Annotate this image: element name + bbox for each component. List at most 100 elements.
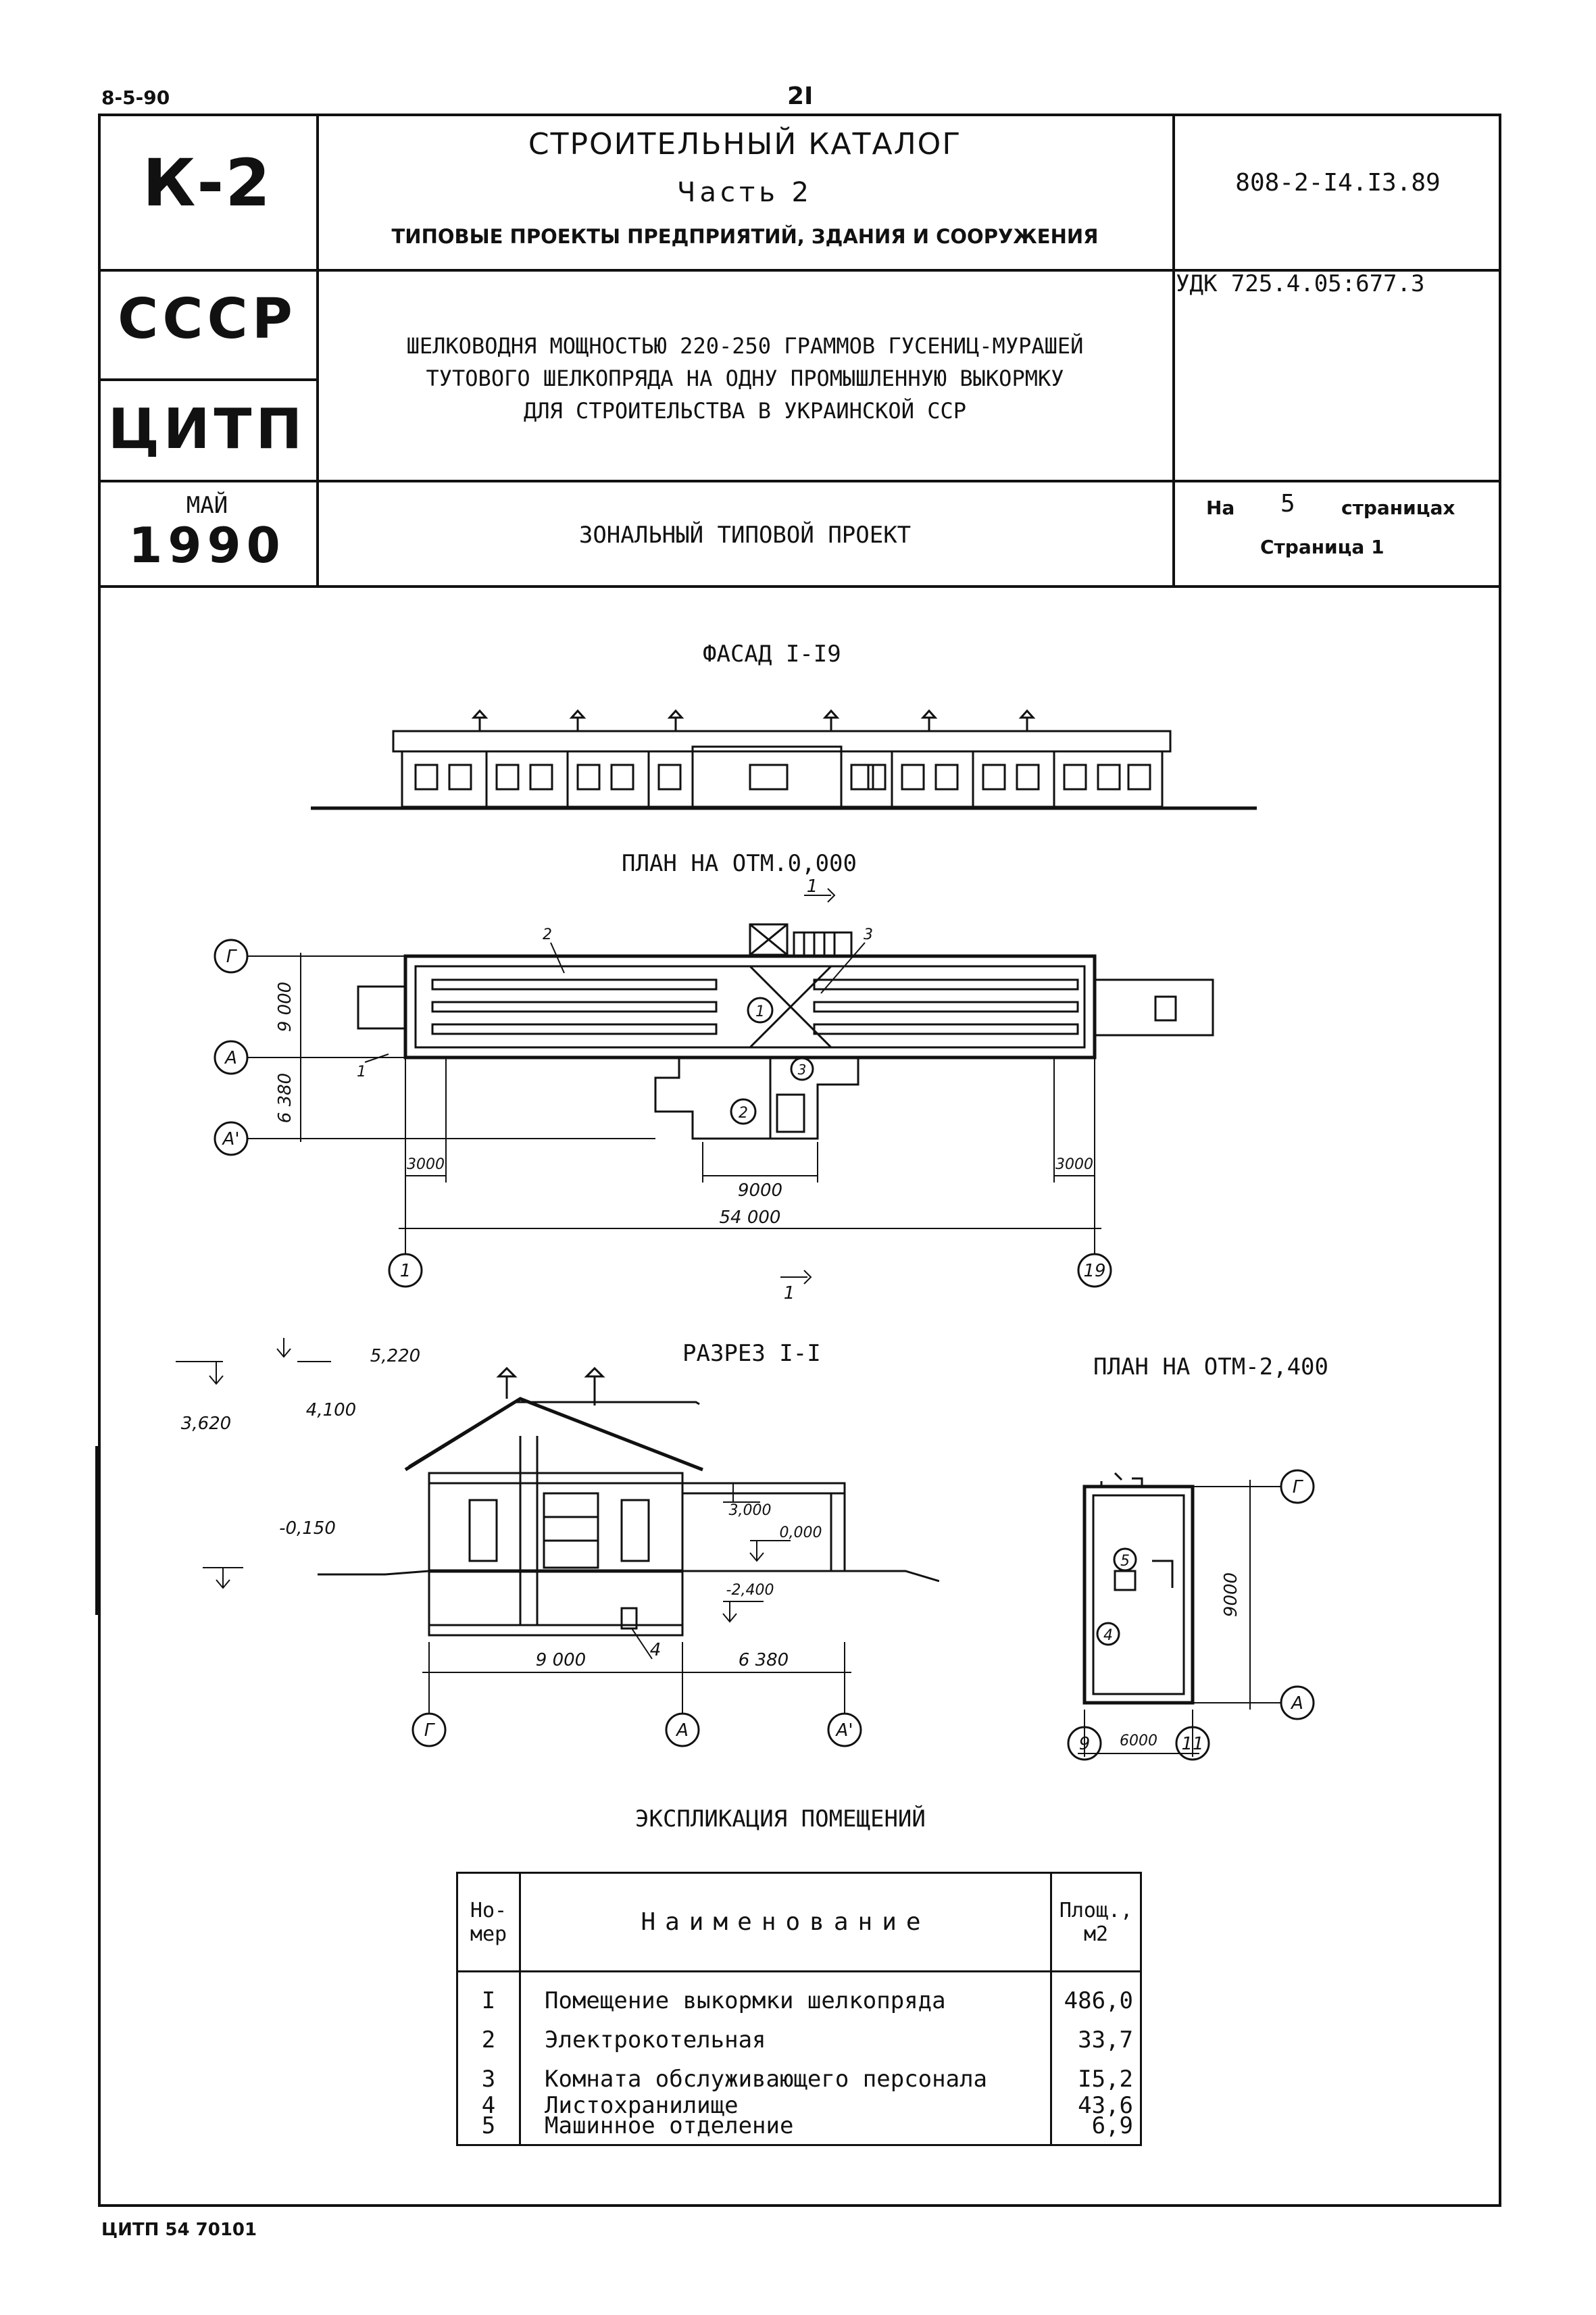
organization-label: ЦИТП (107, 397, 307, 462)
logo-text: К-2 (142, 145, 272, 221)
explication-row: 2 Электрокотельная 33,7 (456, 2017, 1142, 2056)
plan-dim-3000-left: 3000 (407, 1156, 445, 1173)
plan-dim-3000-right: 3000 (1055, 1156, 1093, 1173)
basement-room-4-number: 4 (1103, 1627, 1113, 1644)
section-dim-6380: 6 380 (739, 1650, 789, 1670)
basement-axis-g-label: Г (1293, 1477, 1304, 1497)
plan-room-3-number: 3 (798, 1062, 807, 1078)
section-level-minus-2400: -2,400 (726, 1582, 774, 1599)
plan-room-1-number: 1 (755, 1003, 765, 1020)
section-level-5220: 5,220 (370, 1346, 420, 1366)
plan-title: ПЛАН НА ОТМ.0,000 (622, 850, 857, 877)
section-axis-g-label: Г (424, 1720, 436, 1741)
issue-year: 1990 (128, 517, 286, 574)
basement-plan-drawing: 5 4 9000 6000 Г А (1078, 1469, 1315, 1757)
plan-axis-a-label: А (224, 1048, 237, 1068)
issue-month: МАЙ (186, 492, 228, 519)
pages-prefix: На (1206, 497, 1235, 519)
section-dim-9000: 9 000 (536, 1650, 586, 1670)
explication-col-number: Но- мер (456, 1872, 521, 1972)
section-level-3000: 3,000 (729, 1502, 772, 1519)
explication-row-number: I (456, 1971, 521, 2017)
facade-windows (414, 764, 1151, 791)
explication-row-area: 486,0 (1050, 1971, 1142, 2017)
catalog-logo: К-2 (98, 145, 316, 221)
explication-row-name: Комната обслуживающего персонала (519, 2056, 1052, 2095)
explication-row-number: 3 (456, 2056, 521, 2095)
explication-row-name: Машинное отделение (519, 2114, 1052, 2146)
pages-suffix: страницах (1341, 497, 1455, 519)
plan-axis-19-label: 19 (1083, 1261, 1105, 1281)
plan-callout-3: 3 (864, 926, 873, 943)
explication-col-name: Наименование (519, 1872, 1052, 1972)
header-divider-right (1172, 114, 1175, 587)
explication-col-area: Площ., м2 (1050, 1872, 1142, 1972)
corner-code: 8-5-90 (101, 86, 170, 109)
basement-plan-title: ПЛАН НА ОТМ-2,400 (1093, 1353, 1328, 1380)
explication-header-row: Но- мер Наименование Площ., м2 (456, 1872, 1142, 1972)
basement-room-5-number: 5 (1120, 1553, 1130, 1570)
catalog-part: Часть 2 (677, 177, 813, 208)
plan-cut-mark-top: 1 (807, 878, 818, 897)
explication-row-name: Листохранилище (519, 2094, 1052, 2117)
catalog-title: СТРОИТЕЛЬНЫЙ КАТАЛОГ (528, 127, 962, 161)
explication-row-area: 6,9 (1050, 2114, 1142, 2146)
plan-cut-mark-bottom: 1 (784, 1283, 795, 1303)
basement-axis-bubbles: 9 11 (1067, 1726, 1210, 1761)
explication-title: ЭКСПЛИКАЦИЯ ПОМЕЩЕНИЙ (635, 1806, 926, 1833)
document-code: 808-2-I4.I3.89 (1235, 169, 1441, 197)
header-divider-left (316, 114, 319, 587)
explication-row-name: Электрокотельная (519, 2017, 1052, 2056)
section-callout-4: 4 (650, 1640, 662, 1660)
plan-axis-g-label: Г (226, 947, 238, 967)
plan-dim-9000-horizontal: 9000 (738, 1180, 782, 1201)
section-drawing: 5,220 4,100 3,620 -0,150 3,000 0,000 -2,… (176, 1338, 939, 1747)
floor-plan-drawing: Г А А' 1 19 9 000 6 380 3000 3000 9000 5… (214, 878, 1214, 1303)
project-title: ШЕЛКОВОДНЯ МОЩНОСТЬЮ 220-250 ГРАММОВ ГУС… (318, 330, 1172, 427)
explication-row: 4 Листохранилище 43,6 (456, 2094, 1142, 2117)
section-level-0000: 0,000 (780, 1524, 822, 1541)
explication-row-number: 2 (456, 2017, 521, 2056)
plan-callout-1: 1 (357, 1064, 366, 1080)
explication-row: 3 Комната обслуживающего персонала I5,2 (456, 2056, 1142, 2095)
catalog-subtitle: ТИПОВЫЕ ПРОЕКТЫ ПРЕДПРИЯТИЙ, ЗДАНИЯ И СО… (391, 225, 1099, 248)
facade-title: ФАСАД I-I9 (703, 641, 841, 668)
udk-code: УДК 725.4.05:677.3 (1176, 270, 1425, 297)
page-frame (98, 114, 1501, 2207)
explication-row-area: 43,6 (1050, 2094, 1142, 2117)
project-type: ЗОНАЛЬНЫЙ ТИПОВОЙ ПРОЕКТ (578, 522, 912, 549)
explication-row: I Помещение выкормки шелкопряда 486,0 (456, 1971, 1142, 2017)
explication-table: Но- мер Наименование Площ., м2 I Помещен… (456, 1872, 1142, 2146)
header-row-line-3 (98, 480, 1501, 482)
explication-row-area: 33,7 (1050, 2017, 1142, 2056)
section-level-3620: 3,620 (181, 1414, 231, 1434)
explication-row-number: 4 (456, 2094, 521, 2117)
plan-callout-2: 2 (543, 926, 552, 943)
facade-drawing (311, 709, 1257, 810)
section-level-minus-0150: -0,150 (279, 1518, 336, 1539)
basement-axis-9-label: 9 (1079, 1734, 1091, 1754)
section-axis-a2-label: А' (835, 1720, 853, 1741)
section-axis-a-label: А (675, 1720, 689, 1741)
page-number: 2I (787, 82, 814, 110)
footer-code: ЦИТП 54 70101 (101, 2220, 257, 2240)
margin-mark (95, 1446, 99, 1615)
section-level-4100: 4,100 (306, 1400, 356, 1420)
plan-axis-a2-label: А' (222, 1129, 240, 1149)
page-label: Страница 1 (1260, 536, 1385, 558)
section-title: РАЗРЕЗ I-I (682, 1340, 821, 1367)
pages-count: 5 (1280, 490, 1295, 518)
project-title-line-2: ТУТОВОГО ШЕЛКОПРЯДА НА ОДНУ ПРОМЫШЛЕННУЮ… (426, 366, 1064, 391)
header-row-line-4 (98, 585, 1501, 588)
project-title-line-1: ШЕЛКОВОДНЯ МОЩНОСТЬЮ 220-250 ГРАММОВ ГУС… (406, 333, 1084, 359)
basement-dim-9000: 9000 (1221, 1572, 1241, 1617)
explication-row-number: 5 (456, 2114, 521, 2146)
country-label: СССР (118, 287, 297, 351)
explication-row: 5 Машинное отделение 6,9 (456, 2114, 1142, 2146)
header-row-line-1 (98, 269, 1501, 272)
plan-room-2-number: 2 (739, 1105, 748, 1122)
project-title-line-3: ДЛЯ СТРОИТЕЛЬСТВА В УКРАИНСКОЙ ССР (523, 398, 967, 424)
explication-row-area: I5,2 (1050, 2056, 1142, 2095)
roof-vents (471, 709, 1036, 731)
plan-dim-6380-vertical: 6 380 (275, 1073, 295, 1123)
